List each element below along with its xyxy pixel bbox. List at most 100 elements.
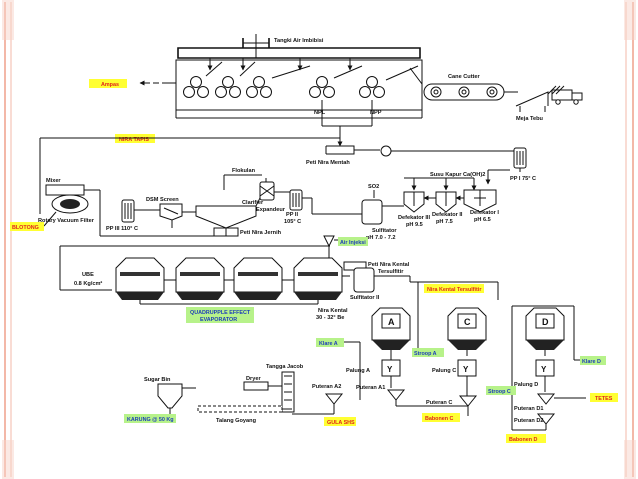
imbibition-tank: Tangki Air Imbibisi — [177, 34, 421, 59]
peti-nira-jernih-label: Peti Nira Jernih — [240, 230, 282, 236]
stroop-c-label: Stroop C — [488, 389, 511, 395]
gula-shs-label: GULA SHS — [327, 420, 355, 426]
sulfitator-1: SO2 Sulfitator pH 7.0 - 7.2 — [312, 184, 404, 241]
evaporator-1 — [115, 257, 165, 304]
so2-label: SO2 — [368, 184, 379, 190]
palung-a-label: Palung A — [346, 368, 370, 374]
peti-nira-kental: Peti Nira Kental Tersulfitir Sulfitator … — [343, 261, 499, 301]
palung-a: Y Palung A — [346, 356, 401, 388]
air-injeksi: Air Injeksi — [323, 235, 368, 258]
clarifier: Flokulan Clarifier — [195, 168, 264, 236]
nira-tapis-label: NIRA TAPIS — [119, 137, 149, 143]
tetes-label: TETES — [595, 396, 613, 402]
defekator-2: Defekator II pH 7.5 — [432, 191, 463, 225]
rotary-vacuum-filter: Mixer Rotary Vacuum Filter BLOTONG — [10, 178, 101, 236]
quad-effect-label: QUADRUPPLE EFFECT — [190, 310, 251, 316]
expandeur: Expandeur — [256, 178, 290, 213]
dsm-screen-label: DSM Screen — [146, 197, 179, 203]
rotary-vacuum-filter-label: Rotary Vacuum Filter — [38, 218, 95, 224]
evaporator-bodies: UBE 0.8 Kg/cm² QUADRUPPLE EFFEC — [59, 245, 350, 323]
sulfitator2-label: Sulfitator II — [350, 295, 380, 301]
palung-d: Y Palung D — [514, 359, 555, 392]
pp2-temp: 105° C — [284, 219, 301, 225]
cane-cutter: Cane Cutter — [409, 67, 518, 101]
puteran-a1: Puteran A1 — [356, 385, 406, 406]
palung-c-y: Y — [463, 365, 469, 374]
flokulan-label: Flokulan — [232, 168, 256, 174]
blotong-label: BLOTONG — [12, 225, 39, 231]
babonen-d-label: Babonen D — [509, 437, 538, 443]
defekator1-label: Defekator I — [470, 210, 499, 216]
palung-a-y: Y — [387, 365, 393, 374]
pan-d: D — [525, 307, 565, 356]
ampas-label: Ampas — [101, 82, 119, 88]
mixer-label: Mixer — [46, 178, 61, 184]
evaporator-3 — [233, 257, 283, 300]
puteran-d1-label: Puteran D1 — [514, 406, 544, 412]
dryer-label: Dryer — [246, 376, 261, 382]
npl-label: NPL — [314, 110, 326, 116]
sulfitator-label: Sulfitator — [372, 228, 397, 234]
sulfitator-ph: pH 7.0 - 7.2 — [366, 235, 396, 241]
defekator3-label: Defekator III — [398, 215, 430, 221]
ube-label: UBE — [82, 272, 94, 278]
pp3-label: PP III 110° C — [106, 226, 138, 232]
peti-nira-mentah-label: Peti Nira Mentah — [306, 160, 350, 166]
cane-table: Meja Tebu — [515, 85, 583, 122]
npp-label: NPP — [370, 110, 382, 116]
karung-label: KARUNG @ 50 Kg — [127, 417, 174, 423]
stroop-a-label: Stroop A — [414, 351, 437, 357]
susu-kapur-label: Susu Kapur Ca(OH)2 — [430, 172, 485, 178]
defekator-1: Defekator I pH 6.5 — [423, 189, 499, 223]
defekator1-ph: pH 6.5 — [474, 217, 491, 223]
peti-nira-jernih: Peti Nira Jernih — [100, 227, 282, 237]
defekator3-ph: pH 9.5 — [406, 222, 423, 228]
palung-d-y: Y — [541, 365, 547, 374]
puteran-a2-label: Puteran A2 — [312, 384, 341, 390]
pan-c: C — [447, 307, 487, 356]
expandeur-label: Expandeur — [256, 207, 286, 213]
defekator2-label: Defekator II — [432, 212, 463, 218]
puteran-d2-label: Puteran D2 — [514, 418, 544, 424]
nira-kental-tersulfitir-label: Nira Kental Tersulfitir — [427, 287, 482, 293]
nira-kental-label: Nira Kental — [318, 308, 348, 314]
klare-d-label: Klare D — [582, 359, 601, 365]
pan-d-label: D — [542, 317, 549, 327]
evaporator-2 — [175, 257, 225, 300]
klare-a-label: Klare A — [319, 341, 338, 347]
puteran-d: Puteran D1 Puteran D2 Babonen D TETES — [506, 393, 618, 443]
heater-pp3: PP III 110° C — [106, 199, 160, 232]
cane-cutter-label: Cane Cutter — [448, 74, 481, 80]
puteran-a1-label: Puteran A1 — [356, 385, 385, 391]
defekator-3: Defekator III pH 9.5 — [398, 191, 430, 228]
pp2-label: PP II — [286, 212, 298, 218]
heater-pp1: PP I 75° C — [485, 147, 536, 185]
peti-nira-kental-label: Peti Nira Kental — [368, 262, 410, 268]
clarifier-label: Clarifier — [242, 200, 264, 206]
sugar-bin-label: Sugar Bin — [144, 377, 171, 383]
ube-pressure: 0.8 Kg/cm² — [74, 280, 102, 287]
heater-pp2: PP II 105° C — [284, 189, 313, 225]
klare-d: Klare D — [511, 305, 606, 430]
nira-kental-be: 30 - 32° Be — [316, 315, 344, 321]
tangga-jacob-label: Tangga Jacob — [266, 364, 304, 370]
mill-tandem: NPL NPP — [175, 58, 423, 119]
palung-c-label: Palung C — [432, 368, 456, 374]
pp1-label: PP I 75° C — [510, 176, 536, 182]
meja-tebu-label: Meja Tebu — [516, 116, 544, 122]
defekator2-ph: pH 7.5 — [436, 219, 453, 225]
ampas-output: Ampas — [89, 79, 176, 88]
lime-milk-line: Susu Kapur Ca(OH)2 — [404, 172, 485, 191]
klare-a: Klare A Stroop A — [316, 282, 444, 400]
pan-c-label: C — [464, 317, 471, 327]
palung-c: Y Palung C — [432, 359, 477, 396]
evaporator-label: EVAPORATOR — [200, 317, 237, 323]
palung-d-label: Palung D — [514, 382, 538, 388]
mill-rolls — [183, 76, 385, 98]
puteran-c: Puteran C Stroop C Babonen C — [396, 386, 516, 422]
puteran-a2: Puteran A2 GULA SHS — [292, 384, 356, 426]
air-injeksi-label: Air Injeksi — [340, 240, 366, 246]
puteran-c-label: Puteran C — [426, 400, 452, 406]
